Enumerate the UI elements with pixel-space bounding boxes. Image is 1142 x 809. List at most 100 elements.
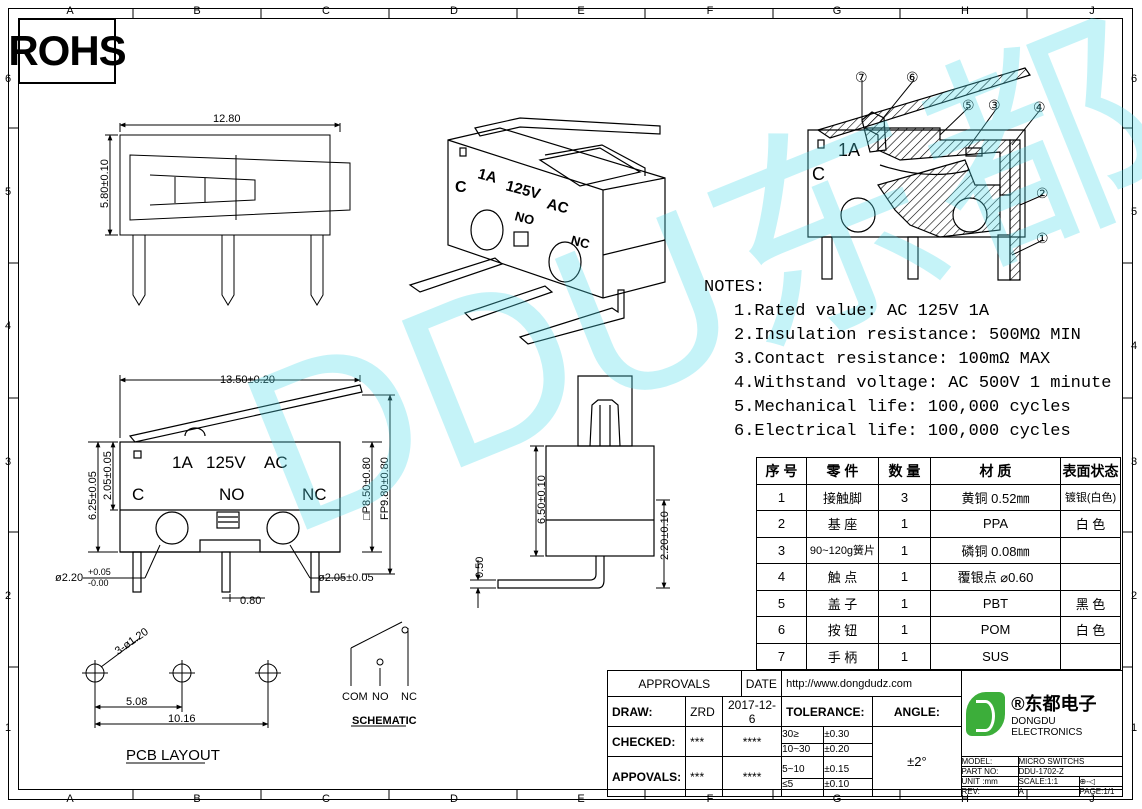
zone-label: 2	[1130, 590, 1138, 602]
bom-cell: 1	[878, 510, 931, 538]
draw-name: ZRD	[685, 696, 723, 727]
note-item: 4.Withstand voltage: AC 500V 1 minute	[734, 374, 1112, 393]
bom-header: 零 件	[806, 457, 879, 485]
part-value: DDU-1702-Z	[1018, 767, 1064, 776]
website: http://www.dongdudz.com	[781, 670, 962, 697]
zone-label: B	[193, 793, 201, 805]
tol-value: ±0.15 ±0.10	[823, 756, 874, 797]
bom-cell: PBT	[930, 589, 1061, 617]
tol-value-1: ±0.30	[824, 729, 873, 744]
rohs-badge: ROHS	[8, 18, 127, 84]
note-item: 3.Contact resistance: 100mΩ MAX	[734, 350, 1051, 369]
zone-label: 6	[1130, 73, 1138, 85]
company-logo-cell: ®东都电子 DONGDU ELECTRONICS	[960, 670, 1123, 757]
bom-cell: 触 点	[806, 563, 879, 591]
checked-date: ****	[721, 726, 783, 757]
callout-7: ⑦	[855, 69, 868, 85]
angle-label: ANGLE:	[872, 696, 962, 727]
angle-value: ±2°	[872, 726, 962, 797]
zone-label: 4	[4, 320, 12, 332]
drawing-frame	[8, 8, 1133, 800]
approvals-name: ***	[685, 756, 723, 797]
bom-header: 材 质	[930, 457, 1061, 485]
zone-label: H	[961, 793, 969, 805]
approvals-header: APPROVALS	[607, 670, 742, 697]
zone-label: E	[577, 793, 585, 805]
front-width-dim: 13.50±0.20	[220, 374, 275, 386]
zone-label: F	[706, 5, 714, 17]
sch-nc: NC	[401, 691, 417, 703]
tol-range-4: ≤5	[782, 778, 794, 790]
bom-header: 数 量	[878, 457, 931, 485]
zone-label: 3	[4, 456, 12, 468]
draw-date: 2017-12-6	[721, 696, 783, 727]
zone-label: J	[1089, 5, 1095, 17]
zone-label: D	[450, 5, 458, 17]
bom-cell: 盖 子	[806, 589, 879, 617]
bom-cell: 白 色	[1060, 510, 1121, 538]
bom-cell: 1	[878, 589, 931, 617]
section-1a: 1A	[838, 140, 860, 160]
top-height-dim: 5.80±0.10	[99, 159, 111, 208]
side-view	[497, 375, 655, 589]
bom-cell: 2	[756, 510, 807, 538]
zone-label: 6	[4, 73, 12, 85]
bom-header: 表面状态	[1060, 457, 1121, 485]
bom-cell: 90~120g簧片	[806, 536, 879, 564]
pcb-hole-dim: 3-ø1.20	[113, 626, 151, 658]
iso-view	[408, 117, 666, 345]
hole-right-dim: ø2.05±0.05	[318, 572, 374, 584]
date-header: DATE	[740, 670, 783, 697]
sch-com: COM	[342, 691, 368, 703]
pcb-pitch1: 5.08	[126, 696, 147, 708]
model-value: MICRO SWITCHS	[1018, 757, 1085, 766]
title-block: APPROVALS DATE http://www.dongdudz.com ®…	[606, 670, 1123, 797]
zone-label: F	[706, 793, 714, 805]
schematic	[350, 621, 409, 727]
zone-label: A	[66, 793, 74, 805]
page-label: PAGE:1/1	[1079, 787, 1115, 796]
bom-cell: 黄铜 0.52㎜	[930, 483, 1061, 511]
note-item: 2.Insulation resistance: 500MΩ MIN	[734, 326, 1081, 345]
zone-label: 5	[4, 186, 12, 198]
bom-cell: 5	[756, 589, 807, 617]
callout-2: ②	[1036, 185, 1049, 201]
section-c: C	[812, 164, 825, 184]
company-name-cn: ®东都电子	[1011, 693, 1097, 714]
zone-label: 3	[1130, 456, 1138, 468]
bom-cell: POM	[930, 616, 1061, 644]
iso-nc: NC	[569, 232, 592, 252]
top-width-dim: 12.80	[213, 113, 241, 125]
tolerance-label: TOLERANCE:	[781, 696, 874, 727]
bom-cell: 接触脚	[806, 483, 879, 511]
model-label: MODEL:	[962, 757, 1019, 766]
front-left-dim2: 2.05±0.05	[102, 451, 114, 500]
checked-label: CHECKED:	[606, 726, 687, 757]
drawing-border	[18, 18, 1123, 790]
callout-1: ①	[1036, 230, 1049, 246]
notes: NOTES: 1.Rated value: AC 125V 1A 2.Insul…	[704, 276, 1111, 444]
iso-ac: AC	[545, 195, 570, 217]
zone-label: C	[322, 793, 330, 805]
bom-cell: 7	[756, 642, 807, 670]
front-1a: 1A	[172, 453, 193, 472]
bom-cell: 1	[878, 563, 931, 591]
notes-title: NOTES:	[704, 278, 766, 297]
zone-label: D	[450, 793, 458, 805]
bom-cell: 3	[878, 483, 931, 511]
tol-range-1: 30≥	[782, 729, 824, 744]
front-no: NO	[219, 485, 245, 504]
bom-cell: 覆银点 ⌀0.60	[930, 563, 1061, 591]
bom-cell: 1	[878, 536, 931, 564]
hole-left-tol-dn: -0.00	[88, 578, 109, 588]
checked-name: ***	[685, 726, 723, 757]
draw-label: DRAW:	[606, 696, 687, 727]
side-thick-dim: 0.50	[474, 557, 486, 578]
zone-label: 1	[4, 722, 12, 734]
